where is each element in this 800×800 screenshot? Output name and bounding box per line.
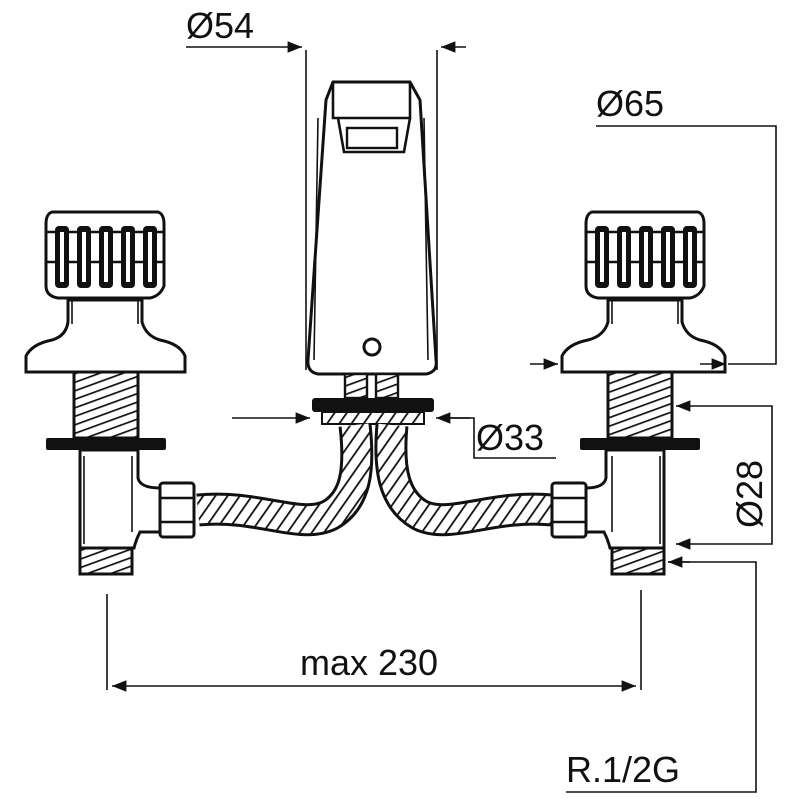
flex-hose-right [374,423,554,537]
shank-diameter-label: Ø28 [729,460,770,528]
left-valve [24,210,196,576]
right-valve [550,210,727,576]
dimension-handle-diameter: Ø65 [530,83,777,370]
spout-diameter-label: Ø54 [186,5,254,46]
flex-hose-left [196,423,374,537]
spout-base [312,372,434,425]
handle-diameter-label: Ø65 [596,83,664,124]
dimension-center-distance: max 230 [106,590,642,692]
hose-diameter-label: Ø33 [476,417,544,458]
dimension-thread: R.1/2G [566,556,757,793]
dimension-spout-diameter: Ø54 [186,5,466,370]
dimension-shank-diameter: Ø28 [676,400,773,550]
thread-label: R.1/2G [566,749,680,790]
dimension-hose-diameter: Ø33 [232,412,556,459]
spout-body [306,80,438,376]
center-distance-label: max 230 [300,642,438,683]
